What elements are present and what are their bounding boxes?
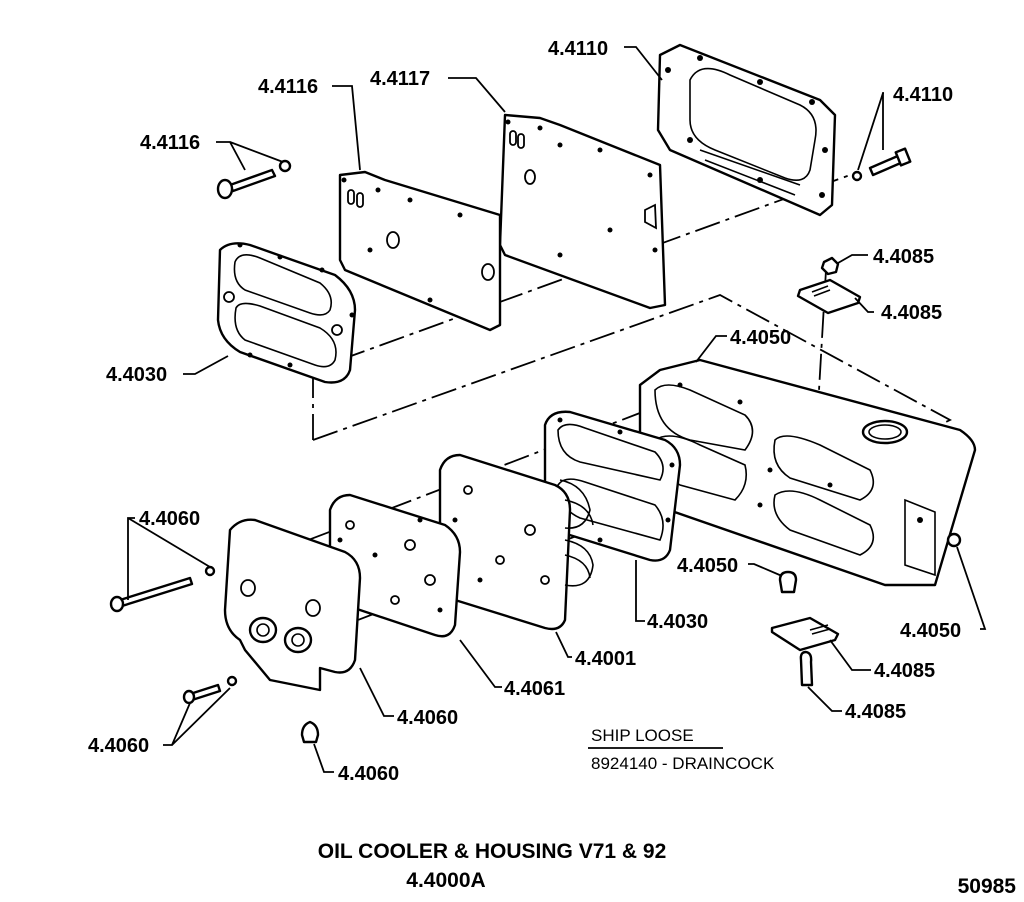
diagram-title: OIL COOLER & HOUSING V71 & 92	[318, 840, 667, 863]
callout-label: 4.4085	[874, 660, 935, 682]
gasket-4-4030-middle-part	[543, 410, 682, 562]
gasket-4-4030-upper-part	[216, 242, 357, 384]
title-block: OIL COOLER & HOUSING V71 & 92 4.4000A 50…	[318, 840, 1017, 898]
callout-label: 4.4117	[370, 68, 430, 90]
diagram-subtitle: 4.4000A	[406, 869, 485, 892]
callout-label: 4.4050	[900, 620, 961, 642]
callout-label: 4.4085	[881, 302, 942, 324]
callout-label: 4.4050	[677, 555, 738, 577]
cooler-cover-4-4060-part	[223, 518, 362, 692]
leader-lines	[127, 46, 987, 773]
plate-4-4117-part	[498, 113, 667, 310]
callout-label: 4.4085	[873, 246, 934, 268]
ship-loose-note: SHIP LOOSE 8924140 - DRAINCOCK	[588, 726, 775, 773]
callout-label: 4.4061	[504, 678, 565, 700]
plugs-and-lower-bracket	[770, 532, 962, 687]
callout-label: 4.4116	[258, 76, 318, 98]
callout-label: 4.4030	[106, 364, 167, 386]
callout-label: 4.4050	[730, 327, 791, 349]
callout-label: 4.4116	[140, 132, 200, 154]
callout-label: 4.4110	[548, 38, 608, 60]
nut-bracket-4-4085-upper	[796, 256, 862, 315]
ship-loose-heading: SHIP LOOSE	[591, 726, 694, 745]
bolt-4-4116	[216, 159, 292, 200]
bolts-4-4060	[109, 565, 320, 744]
callout-labels: 4.4110 4.4117 4.4116 4.4116 4.4110 4.408…	[88, 38, 961, 785]
callout-label: 4.4030	[647, 611, 708, 633]
callout-label: 4.4001	[575, 648, 636, 670]
figure-number: 50985	[958, 875, 1017, 898]
callout-label: 4.4060	[338, 763, 399, 785]
oil-cooler-core-part	[438, 453, 594, 631]
callout-label: 4.4110	[893, 84, 953, 106]
callout-label: 4.4060	[88, 735, 149, 757]
callout-label: 4.4085	[845, 701, 906, 723]
bolt-4-4110	[851, 147, 912, 182]
plate-4-4116-part	[338, 170, 502, 332]
ship-loose-item: 8924140 - DRAINCOCK	[591, 754, 775, 773]
oil-cooler-housing-part	[638, 358, 977, 587]
callout-label: 4.4060	[139, 508, 200, 530]
callout-label: 4.4060	[397, 707, 458, 729]
housing-cover-part	[656, 43, 837, 217]
